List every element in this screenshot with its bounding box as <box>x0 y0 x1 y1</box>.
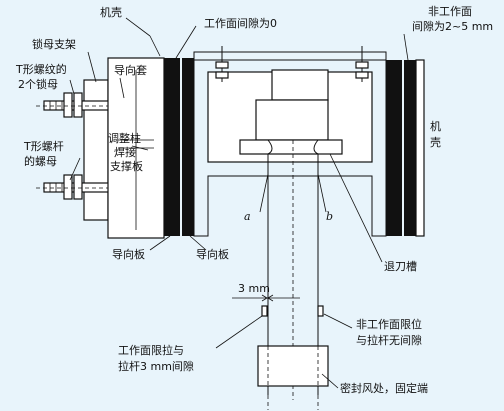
label-t-thread-2: 2个锁母 <box>18 77 58 91</box>
label-adjust-col-3: 支撑板 <box>110 159 143 173</box>
base-plate <box>239 139 343 155</box>
machine-shell-right <box>415 59 425 237</box>
lock-nut-2 <box>73 92 83 118</box>
label-adjust-col-1: 调整柱 <box>108 131 141 145</box>
label-t-screw-1: T形螺杆 <box>23 139 64 153</box>
label-guide-sleeve: 导向套 <box>114 63 147 77</box>
top-block <box>271 69 329 101</box>
label-work-gap-zero: 工作面间隙为0 <box>204 16 277 30</box>
relief-groove-right <box>313 139 319 155</box>
label-work-limit-1: 工作面限拉与 <box>118 343 184 357</box>
label-point-a: a <box>244 210 251 223</box>
lock-nut-3 <box>63 174 73 200</box>
label-seal-fixed: 密封风处，固定端 <box>340 381 428 395</box>
label-non-work-limit-1: 非工作面限位 <box>356 317 422 331</box>
label-t-thread-1: T形螺纹的 <box>15 62 67 76</box>
guide-plate-left-black <box>164 58 180 236</box>
label-point-b: b <box>326 210 333 223</box>
relief-groove-left <box>267 139 273 155</box>
bolt-right <box>355 46 369 82</box>
guide-plate-right-black <box>386 60 402 236</box>
label-non-work-limit-2: 与拉杆无间隙 <box>356 333 422 347</box>
label-adjust-col-2: 焊接 <box>114 145 136 159</box>
label-machine-shell-right-2: 壳 <box>430 135 441 149</box>
guide-plate-right-inner-black <box>404 60 416 236</box>
lock-nut-1 <box>63 92 73 118</box>
label-guide-plate-right: 导向板 <box>196 247 229 261</box>
stepped-block <box>255 99 329 141</box>
label-nut-bracket: 锁母支架 <box>32 37 76 51</box>
label-t-screw-2: 的螺母 <box>24 154 57 168</box>
leader-lines <box>69 17 409 389</box>
label-non-work-gap-1: 非工作面 <box>428 5 472 18</box>
main-frame <box>193 46 387 237</box>
pull-rod <box>232 140 329 410</box>
bolt-left <box>215 46 229 82</box>
lock-nut-4 <box>73 174 83 200</box>
label-machine-shell-top: 机壳 <box>100 5 122 19</box>
label-machine-shell-right-1: 机 <box>430 119 441 133</box>
label-dim-3mm: 3 mm <box>238 282 270 295</box>
guide-plate-left-inner-black <box>182 58 194 236</box>
labels: 机壳 工作面间隙为0 非工作面 间隙为2~5 mm 锁母支架 T形螺纹的 2个锁… <box>15 5 493 395</box>
label-guide-plate-left: 导向板 <box>112 247 145 261</box>
label-relief-groove: 退刀槽 <box>384 260 417 273</box>
seal-fixed-end <box>257 345 329 387</box>
adjusting-column <box>107 57 165 239</box>
label-work-limit-2: 拉杆3 mm间隙 <box>118 359 194 373</box>
limit-block-work <box>261 305 268 317</box>
label-non-work-gap-2: 间隙为2~5 mm <box>412 19 493 33</box>
limit-block-nonwork <box>317 305 324 317</box>
